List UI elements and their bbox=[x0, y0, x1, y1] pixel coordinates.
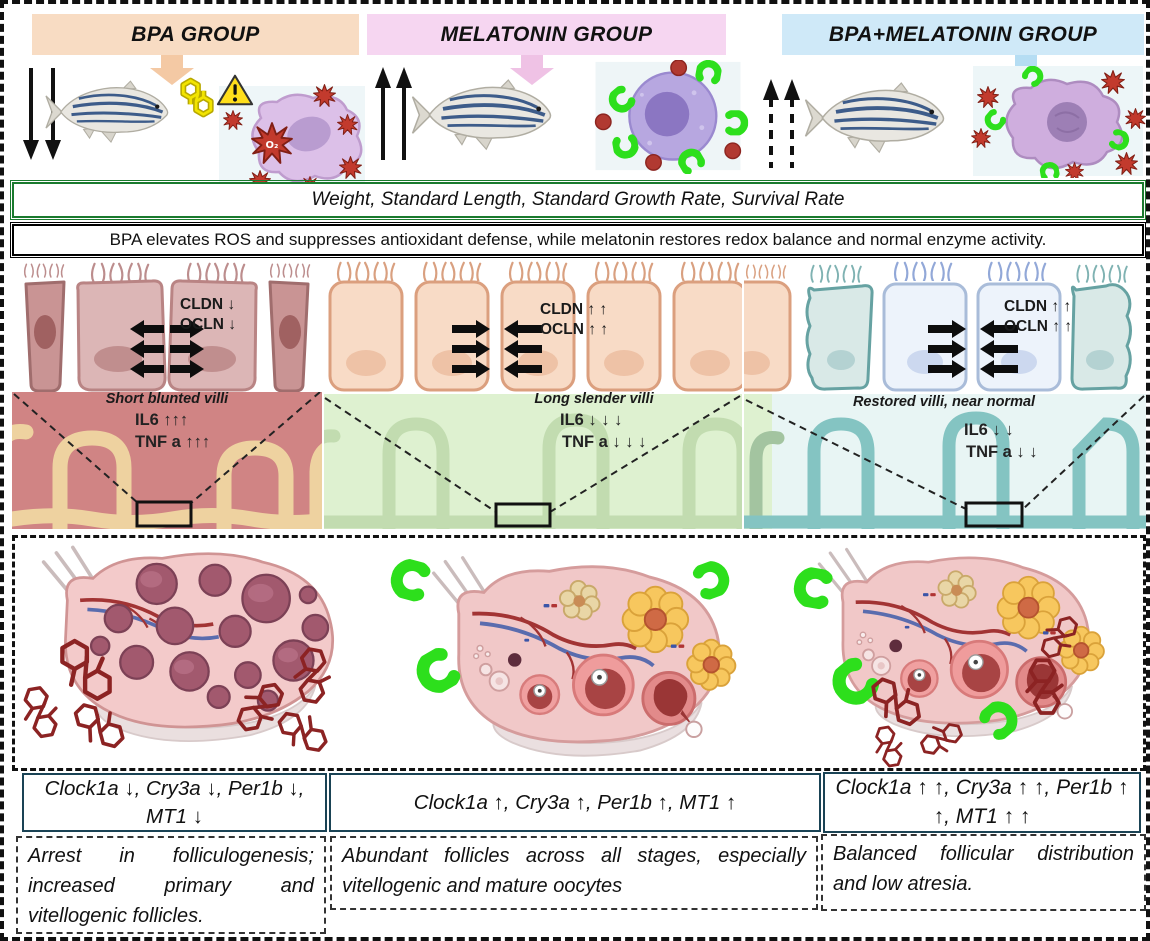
growth-banner-text: Weight, Standard Length, Standard Growth… bbox=[311, 189, 845, 210]
magnify-rect bbox=[135, 500, 193, 528]
outcome-box-bpa: Arrest in folliculogenesis; increased pr… bbox=[16, 836, 326, 934]
ovary-healthy-icon bbox=[393, 558, 738, 758]
gene-box-combined: Clock1a ↑ ↑, Cry3a ↑ ↑, Per1b ↑ ↑, MT1 ↑… bbox=[823, 772, 1141, 833]
outcome-text: Balanced follicular distribution and low… bbox=[833, 843, 1134, 895]
epithelium-bpa-panel bbox=[23, 262, 311, 393]
melatonin-cell-icon bbox=[594, 60, 752, 174]
gene-text: Clock1a ↑ ↑, Cry3a ↑ ↑, Per1b ↑ ↑, MT1 ↑… bbox=[835, 776, 1129, 828]
magnify-rect bbox=[494, 502, 552, 528]
outcome-box-melatonin: Abundant follicles across all stages, es… bbox=[330, 836, 818, 910]
outcome-box-combined: Balanced follicular distribution and low… bbox=[821, 834, 1146, 911]
villi-title-melatonin: Long slender villi bbox=[534, 391, 654, 407]
gene-text: Clock1a ↓, Cry3a ↓, Per1b ↓, MT1 ↓ bbox=[44, 776, 305, 828]
villi-title-combined: Restored villi, near normal bbox=[852, 394, 1036, 410]
villi-melatonin-panel bbox=[324, 394, 742, 529]
tnf-label-combined: TNF a ↓ ↓ bbox=[966, 443, 1038, 461]
ovary-section bbox=[12, 535, 1146, 771]
cldn-label-combined: CLDN ↑ ↑ bbox=[1004, 298, 1072, 315]
outcome-text: Arrest in folliculogenesis; increased pr… bbox=[28, 845, 314, 927]
header-down-arrow-icon bbox=[510, 55, 554, 85]
villi-title-bpa: Short blunted villi bbox=[105, 391, 229, 407]
zebrafish-icon bbox=[408, 76, 560, 154]
ocln-label-melatonin: OCLN ↑ ↑ bbox=[540, 321, 609, 338]
ocln-label-bpa: OCLN ↓ bbox=[180, 316, 236, 333]
gene-text: Clock1a ↑, Cry3a ↑, Per1b ↑, MT1 ↑ bbox=[413, 790, 737, 814]
growth-banner: Weight, Standard Length, Standard Growth… bbox=[10, 180, 1146, 220]
group-title: BPA+MELATONIN GROUP bbox=[828, 22, 1098, 46]
ovary-arrested-icon bbox=[15, 545, 345, 762]
tnf-label-melatonin: TNF a ↓ ↓ ↓ bbox=[562, 433, 647, 451]
ros-label: O₂ bbox=[266, 140, 279, 151]
up-trend-arrows-icon bbox=[375, 67, 412, 160]
group-header-bpa: BPA GROUP bbox=[32, 14, 359, 55]
combined-cell-icon bbox=[971, 66, 1146, 178]
zebrafish-icon bbox=[801, 79, 953, 157]
warning-icon bbox=[216, 74, 254, 106]
villi-bpa-panel bbox=[12, 392, 322, 529]
cldn-label-bpa: CLDN ↓ bbox=[180, 296, 236, 313]
group-title: BPA GROUP bbox=[131, 22, 260, 46]
group-header-bpa-melatonin: BPA+MELATONIN GROUP bbox=[782, 14, 1144, 55]
ocln-label-combined: OCLN ↑ ↑ bbox=[1004, 318, 1073, 335]
gene-box-bpa: Clock1a ↓, Cry3a ↓, Per1b ↓, MT1 ↓ bbox=[22, 773, 327, 832]
tnf-label-bpa: TNF a ↑↑↑ bbox=[135, 433, 211, 451]
il6-label-melatonin: IL6 ↓ ↓ ↓ bbox=[560, 411, 623, 429]
magnify-rect bbox=[964, 501, 1024, 528]
redox-banner-text: BPA elevates ROS and suppresses antioxid… bbox=[109, 230, 1047, 249]
group-header-melatonin: MELATONIN GROUP bbox=[367, 14, 726, 55]
outcome-text: Abundant follicles across all stages, es… bbox=[342, 845, 806, 897]
dashed-up-trend-arrows-icon bbox=[763, 79, 800, 168]
villi-combined-panel bbox=[744, 394, 1146, 529]
gene-box-melatonin: Clock1a ↑, Cry3a ↑, Per1b ↑, MT1 ↑ bbox=[329, 773, 821, 832]
bpa-molecule-icon bbox=[180, 77, 214, 118]
header-down-arrow-icon bbox=[150, 55, 194, 85]
ovary-strip bbox=[15, 545, 1106, 768]
il6-label-bpa: IL6 ↑↑↑ bbox=[135, 411, 189, 429]
group-title: MELATONIN GROUP bbox=[440, 22, 653, 46]
zebrafish-icon bbox=[42, 74, 176, 150]
ros-cell-icon: O₂ bbox=[219, 84, 365, 192]
redox-banner: BPA elevates ROS and suppresses antioxid… bbox=[10, 222, 1146, 258]
epithelium-melatonin-panel bbox=[328, 261, 742, 392]
ovary-recovered-icon bbox=[797, 547, 1106, 768]
cldn-label-melatonin: CLDN ↑ ↑ bbox=[540, 301, 608, 318]
epithelium-combined-panel bbox=[744, 261, 1132, 392]
il6-label-combined: IL6 ↓ ↓ bbox=[964, 421, 1014, 439]
